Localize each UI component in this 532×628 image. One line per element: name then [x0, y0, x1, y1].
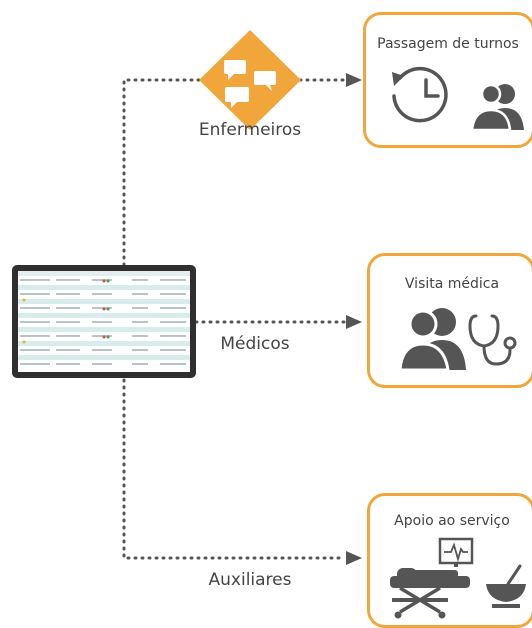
clock-arrow-head — [392, 72, 404, 86]
card-title-handover: Passagem de turnos — [377, 36, 519, 52]
role-label-doctors: Médicos — [220, 334, 290, 354]
arrow-head-1 — [346, 73, 362, 87]
people-icon — [470, 83, 524, 132]
connector-nurses — [122, 78, 202, 267]
tablet-screen-rows — [18, 271, 190, 365]
card-title-rounds: Visita médica — [404, 276, 500, 292]
clock-history-icon — [392, 66, 448, 123]
arrow-head-3 — [346, 551, 362, 565]
chat-bubbles-icon — [224, 60, 276, 108]
arrow-head-2 — [346, 315, 362, 329]
heart-monitor-icon — [438, 537, 474, 567]
people-icon — [398, 308, 466, 372]
hospital-bed-icon — [390, 568, 470, 619]
stethoscope-icon — [468, 314, 517, 366]
role-label-assistants: Auxiliares — [208, 570, 292, 590]
food-bowl-icon — [486, 564, 526, 608]
card-title-support: Apoio ao serviço — [394, 513, 510, 529]
role-label-nurses: Enfermeiros — [198, 120, 302, 140]
